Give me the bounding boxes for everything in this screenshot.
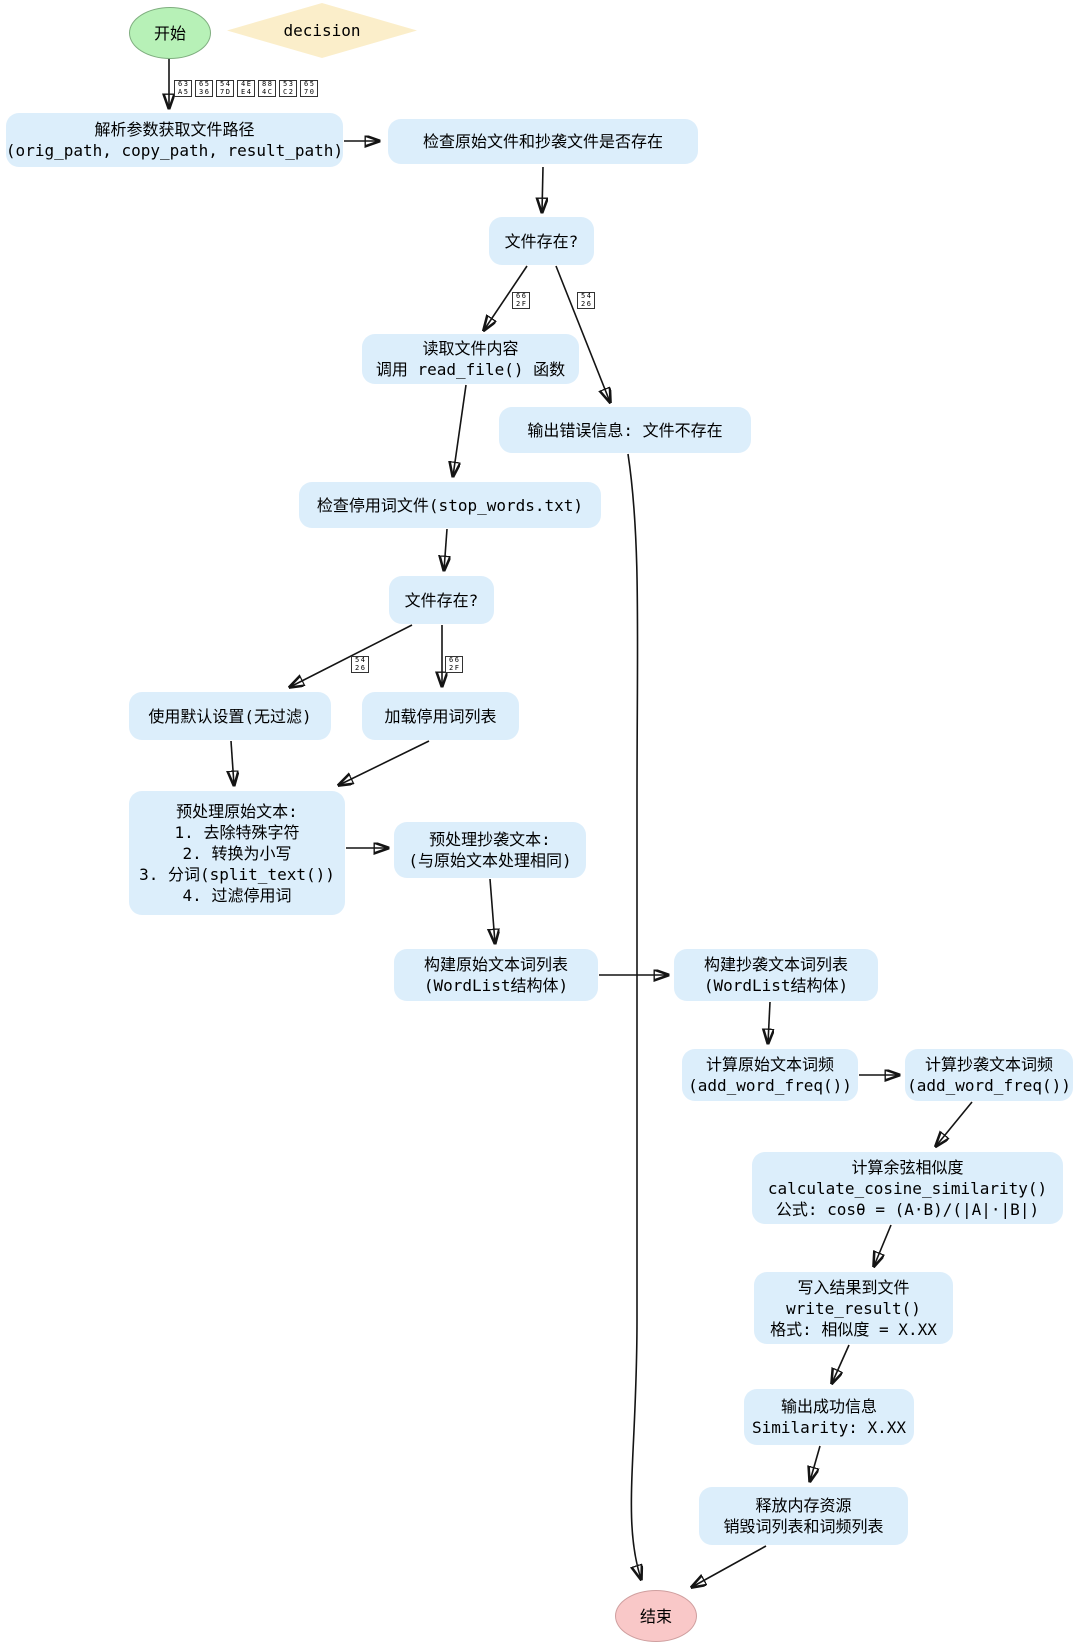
node-line: 释放内存资源	[755, 1496, 852, 1515]
edge-stopwords-exists2	[444, 528, 447, 570]
node-file-exists-1: 文件存在?	[489, 217, 594, 265]
node-free-memory: 释放内存资源 销毁词列表和词频列表	[699, 1487, 908, 1545]
node-start-label: 开始	[153, 23, 186, 43]
node-line: (add_word_freq())	[907, 1076, 1071, 1095]
edge-copy-buildorig	[490, 878, 495, 943]
node-line: 调用 read_file() 函数	[375, 360, 566, 379]
node-calc-cosine: 计算余弦相似度 calculate_cosine_similarity() 公式…	[752, 1152, 1063, 1224]
edge-buildcopy-calcorig	[768, 1001, 770, 1043]
node-line: 构建抄袭文本词列表	[703, 955, 848, 974]
edge-cosine-write	[874, 1224, 892, 1266]
node-error-msg: 输出错误信息: 文件不存在	[499, 407, 751, 453]
node-build-orig-wordlist: 构建原始文本词列表 (WordList结构体)	[394, 949, 598, 1001]
node-line: 格式: 相似度 = X.XX	[770, 1319, 937, 1339]
edge-calccopy-cosine	[936, 1101, 973, 1146]
node-line: 使用默认设置(无过滤)	[148, 706, 312, 726]
node-line: 输出错误信息: 文件不存在	[527, 420, 723, 440]
node-file-exists-2: 文件存在?	[389, 576, 494, 624]
node-line: 输出成功信息	[780, 1397, 877, 1416]
node-line: 检查停用词文件(stop_words.txt)	[316, 495, 584, 515]
node-line: 计算抄袭文本词频	[924, 1055, 1053, 1074]
node-load-stopwords: 加载停用词列表	[362, 692, 519, 740]
node-check-stopwords: 检查停用词文件(stop_words.txt)	[299, 482, 601, 528]
node-end-label: 结束	[639, 1606, 672, 1626]
node-line: (orig_path, copy_path, result_path)	[5, 141, 344, 160]
edge-success-free	[810, 1445, 821, 1481]
edge-default-preprocess	[231, 740, 234, 785]
node-read-file: 读取文件内容 调用 read_file() 函数	[362, 334, 579, 384]
node-preprocess-orig: 预处理原始文本: 1. 去除特殊字符 2. 转换为小写 3. 分词(split_…	[129, 791, 345, 915]
edge-checkfiles-exists1	[542, 166, 543, 212]
edge-load-preprocess	[339, 740, 430, 785]
node-decision-legend: decision	[227, 3, 417, 58]
node-line: (WordList结构体)	[703, 976, 849, 995]
node-check-files: 检查原始文件和抄袭文件是否存在	[388, 119, 698, 164]
node-line: 预处理原始文本:	[176, 801, 298, 821]
decision-legend-label: decision	[283, 21, 361, 40]
node-line: 计算原始文本词频	[705, 1055, 834, 1074]
edge-free-end	[692, 1545, 767, 1587]
node-line: (WordList结构体)	[423, 976, 569, 995]
node-calc-copy-freq: 计算抄袭文本词频 (add_word_freq())	[905, 1049, 1073, 1101]
node-parse-params: 解析参数获取文件路径 (orig_path, copy_path, result…	[6, 113, 343, 167]
edge-read-stopwords	[453, 384, 467, 476]
node-line: 1. 去除特殊字符	[174, 822, 300, 842]
edge-error-end-long	[627, 453, 641, 1579]
node-build-copy-wordlist: 构建抄袭文本词列表 (WordList结构体)	[674, 949, 878, 1001]
node-line: 文件存在?	[404, 590, 479, 610]
node-line: 解析参数获取文件路径	[94, 120, 255, 139]
node-line: (与原始文本处理相同)	[408, 851, 572, 870]
node-line: Similarity: X.XX	[751, 1418, 907, 1437]
node-line: 计算余弦相似度	[851, 1157, 964, 1177]
node-default-settings: 使用默认设置(无过滤)	[129, 692, 331, 740]
node-line: 3. 分词(split_text())	[139, 864, 335, 884]
node-line: 检查原始文件和抄袭文件是否存在	[422, 132, 663, 151]
node-line: 公式: cosθ = (A·B)/(|A|·|B|)	[775, 1199, 1040, 1219]
node-line: (add_word_freq())	[688, 1076, 852, 1095]
node-line: write_result()	[786, 1298, 921, 1318]
node-line: 文件存在?	[504, 231, 579, 251]
node-line: 预处理抄袭文本:	[429, 830, 551, 849]
node-line: 销毁词列表和词频列表	[723, 1517, 884, 1536]
edge-write-success	[832, 1344, 850, 1383]
node-line: 加载停用词列表	[384, 706, 497, 726]
node-end: 结束	[615, 1590, 697, 1642]
node-line: 4. 过滤停用词	[182, 885, 292, 905]
node-line: 写入结果到文件	[797, 1277, 910, 1297]
node-write-result: 写入结果到文件 write_result() 格式: 相似度 = X.XX	[754, 1272, 953, 1344]
node-start: 开始	[129, 7, 211, 59]
node-preprocess-copy: 预处理抄袭文本: (与原始文本处理相同)	[394, 822, 586, 878]
node-line: calculate_cosine_similarity()	[767, 1178, 1048, 1198]
node-output-success: 输出成功信息 Similarity: X.XX	[744, 1389, 914, 1445]
node-line: 读取文件内容	[422, 339, 519, 358]
node-line: 构建原始文本词列表	[423, 955, 568, 974]
node-line: 2. 转换为小写	[182, 843, 292, 863]
node-calc-orig-freq: 计算原始文本词频 (add_word_freq())	[682, 1049, 858, 1101]
